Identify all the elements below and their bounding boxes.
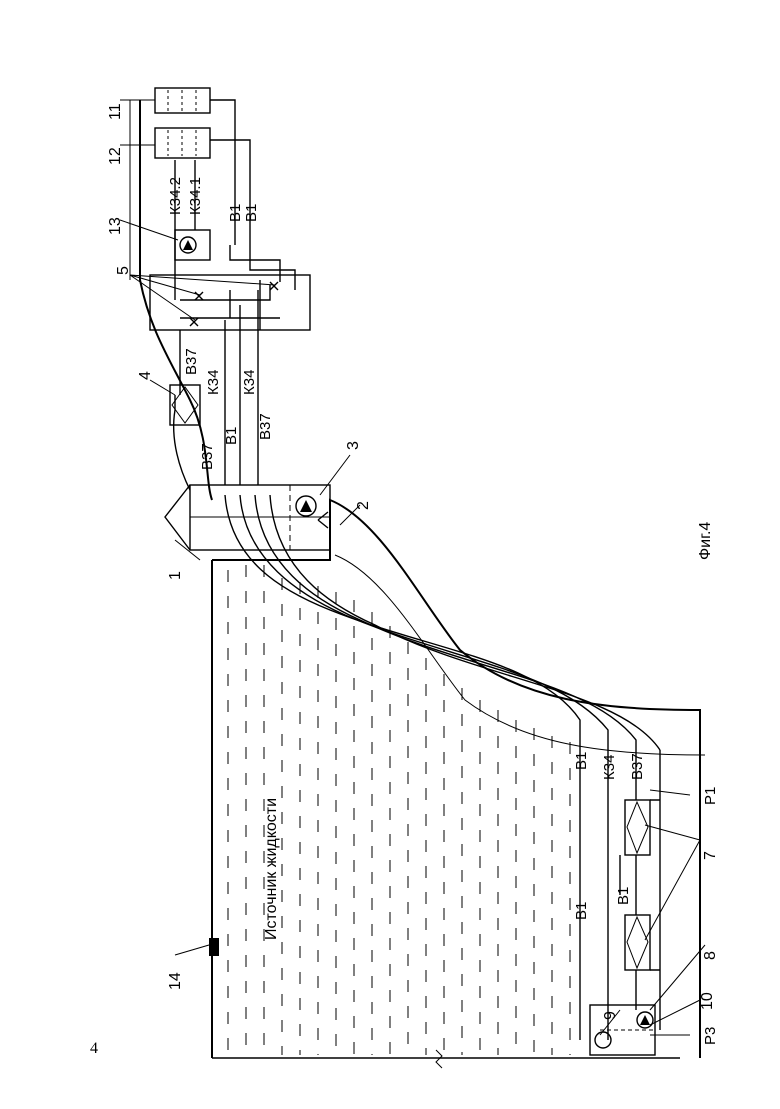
- pipe-label-b37-mid: В37: [257, 413, 274, 440]
- pipe-label-k34-2: К34.2: [167, 177, 184, 215]
- pressure-label-p1: Р1: [702, 787, 719, 805]
- callout-4: 4: [137, 371, 154, 380]
- pressure-label-p3: Р3: [702, 1027, 719, 1045]
- callout-3: 3: [345, 441, 362, 450]
- callout-10: 10: [699, 992, 716, 1010]
- callout-2: 2: [355, 501, 372, 510]
- pipe-label-b1-bottom-left: В1: [573, 902, 590, 920]
- callout-9: 9: [602, 1011, 619, 1020]
- pipe-label-k34-bottom: К34: [601, 755, 618, 780]
- pipe-label-b37-top-right: В37: [183, 348, 200, 375]
- callout-14: 14: [167, 972, 184, 990]
- pipe-label-b37-bottom: В37: [629, 753, 646, 780]
- pipe-label-b1-bottom-inner: В1: [615, 887, 632, 905]
- pipe-label-b37-top-left: В37: [199, 443, 216, 470]
- pipe-label-b1-top-b: В1: [243, 204, 260, 222]
- pipe-label-b1-mid: В1: [223, 427, 240, 445]
- pipe-label-k34-1: К34.1: [187, 177, 204, 215]
- source-label: Источник жидкости: [263, 798, 280, 940]
- callout-8: 8: [702, 951, 719, 960]
- callout-11: 11: [107, 103, 124, 120]
- callout-13: 13: [107, 217, 124, 235]
- pipe-label-b1-bottom-main: В1: [573, 752, 590, 770]
- pipe-label-k34-mid: К34: [241, 370, 258, 395]
- callout-5: 5: [115, 266, 132, 275]
- callout-7: 7: [702, 851, 719, 860]
- pipe-label-k34-top: К34: [205, 370, 222, 395]
- callout-12: 12: [107, 147, 124, 165]
- pipe-label-b1-top-a: В1: [227, 204, 244, 222]
- callout-1: 1: [167, 571, 184, 580]
- figure-caption: Фиг.4: [697, 522, 714, 560]
